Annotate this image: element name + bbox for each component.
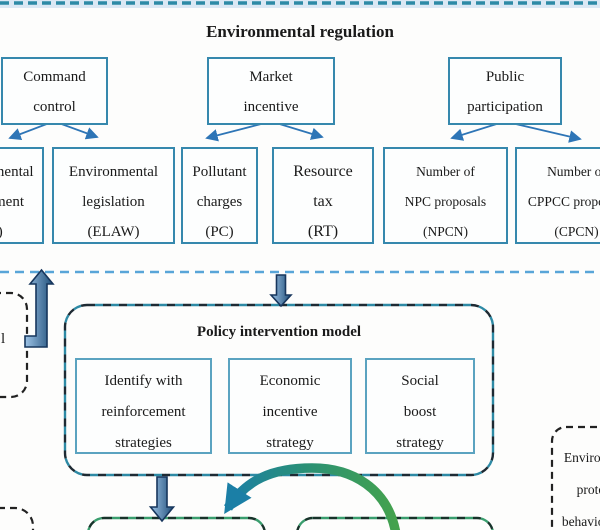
box-line: (PC) — [205, 224, 234, 240]
box-line: boost — [403, 404, 437, 420]
box-line: charges — [196, 194, 243, 210]
box-line: Economic — [259, 373, 321, 389]
box-line: Social — [401, 373, 439, 389]
box-line: Market — [249, 69, 293, 85]
box-line: Environmental — [0, 164, 34, 180]
diagram-title: Environmental regulation — [206, 22, 394, 41]
environmental-punishment-box: Environmental punishment (EP) — [0, 147, 44, 244]
box-line: (CPCN) — [554, 224, 599, 239]
box-line: participation — [467, 99, 543, 115]
box-line: Public — [485, 69, 525, 85]
box-line: incentive — [262, 404, 318, 420]
thick-down-arrow-to-policy — [269, 274, 293, 308]
social-boost-strategy-box: Social boost strategy — [365, 358, 475, 454]
box-line: Pollutant — [192, 164, 247, 180]
box-line: punishment — [0, 194, 24, 210]
behavior-box-text: Environmental protection behavior (EPB) — [552, 442, 600, 530]
environmental-legislation-box: Environmental legislation (ELAW) — [52, 147, 175, 244]
npc-proposals-box: Number of NPC proposals (NPCN) — [383, 147, 508, 244]
pollutant-charges-box: Pollutant charges (PC) — [181, 147, 258, 244]
box-line: CPPCC proposals — [527, 194, 600, 209]
thick-up-elbow-arrow — [24, 268, 55, 348]
policy-model-title: Policy intervention model — [196, 324, 362, 340]
box-line: Number of — [416, 164, 475, 179]
behavior-dashed-box — [550, 425, 600, 530]
curved-feedback-arrow — [224, 463, 400, 530]
box-line: legislation — [82, 194, 145, 210]
thick-down-arrow-from-policy — [148, 476, 176, 523]
public-participation-box: Public participation — [448, 57, 562, 125]
resource-tax-box: Resource tax (RT) — [272, 147, 374, 244]
bottom-left-partial-dashed-box — [0, 506, 35, 530]
box-line: Command — [23, 69, 86, 85]
box-line: (ELAW) — [87, 224, 140, 240]
box-line: tax — [313, 193, 333, 210]
economic-incentive-strategy-box: Economic incentive strategy — [228, 358, 352, 454]
box-line: strategy — [266, 435, 314, 451]
box-line: control — [33, 99, 76, 115]
box-line: behavior (EPB) — [561, 514, 600, 529]
box-line: protection — [576, 482, 600, 497]
market-incentive-box: Market incentive — [207, 57, 335, 125]
box-line: Resource — [293, 163, 353, 180]
box-line: NPC proposals — [404, 194, 487, 209]
bottom-left-dashed-box — [87, 516, 266, 530]
cppcc-proposals-box: Number of CPPCC proposals (CPCN) — [515, 147, 600, 244]
box-line: incentive — [243, 99, 299, 115]
left-box-text-fragment: l — [1, 331, 6, 347]
box-line: (NPCN) — [422, 224, 468, 239]
box-line: reinforcement — [101, 404, 186, 420]
box-line: Number of — [547, 164, 600, 179]
box-line: Environmental — [68, 164, 159, 180]
box-line: strategy — [396, 435, 444, 451]
box-line: Environmental — [563, 450, 600, 465]
box-line: (RT) — [307, 223, 339, 240]
box-line: strategies — [115, 435, 172, 451]
box-line: Identify with — [104, 373, 183, 389]
box-line: (EP) — [0, 217, 42, 247]
command-control-box: Command control — [1, 57, 108, 125]
reinforcement-strategy-box: Identify with reinforcement strategies — [75, 358, 212, 454]
